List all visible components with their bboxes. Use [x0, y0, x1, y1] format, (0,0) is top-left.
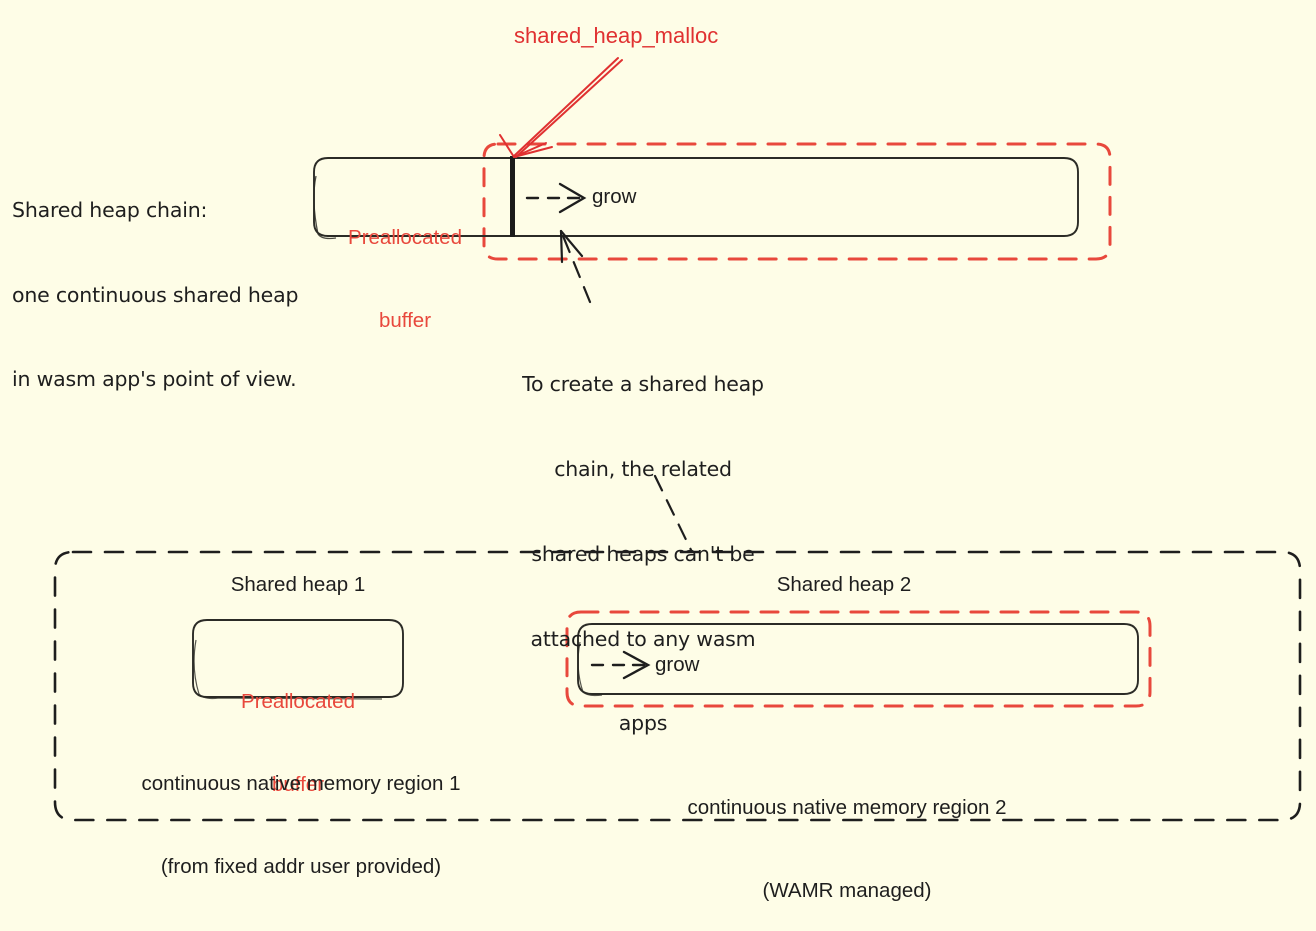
- heap1-caption-line-1: continuous native memory region 1: [141, 772, 461, 796]
- grow-arrow-bottom: [590, 650, 651, 680]
- shared-heap-chain-note: Shared heap chain: one continuous shared…: [12, 142, 298, 421]
- top-shared-heap-box-sketch: [313, 175, 337, 240]
- chain-note-line-2: one continuous shared heap: [12, 282, 299, 307]
- shared-heap-1-title: Shared heap 1: [230, 573, 366, 596]
- diagram-canvas: [53, 57, 1302, 822]
- chain-rule-line-5: apps: [618, 711, 668, 736]
- heap1-preallocated-box-sketch: [193, 639, 383, 700]
- heap1-preallocated-box: [192, 619, 404, 698]
- heap1-preallocated-buffer-line-1: Preallocated: [241, 690, 355, 714]
- heap2-grow-label: grow: [655, 653, 700, 676]
- shared-heap-malloc-arrow: [499, 57, 623, 158]
- chain-rule-line-2: chain, the related: [554, 457, 732, 482]
- top-preallocated-buffer-label: Preallocated buffer: [330, 170, 480, 361]
- top-grow-label: grow: [592, 185, 637, 208]
- heap2-red-dashed-region: [565, 610, 1152, 708]
- chain-rule-leader: [653, 474, 694, 554]
- chain-rule-note: To create a shared heap chain, the relat…: [495, 316, 791, 767]
- heap1-caption: continuous native memory region 1 (from …: [108, 716, 494, 907]
- chain-rule-line-3: shared heaps can't be: [531, 541, 755, 566]
- detached-heaps-container: [53, 550, 1302, 822]
- heap2-caption-line-1: continuous native memory region 2: [687, 796, 1007, 820]
- top-shared-heap-box: [313, 157, 1079, 237]
- heap2-box-sketch: [577, 641, 603, 697]
- top-preallocated-buffer-line-1: Preallocated: [348, 226, 462, 250]
- chain-note-line-1: Shared heap chain:: [12, 198, 208, 223]
- chain-note-line-3: in wasm app's point of view.: [12, 366, 297, 391]
- top-red-dashed-region: [482, 142, 1112, 261]
- shared-heap-2-title: Shared heap 2: [776, 573, 912, 596]
- heap1-caption-line-2: (from fixed addr user provided): [160, 854, 442, 878]
- top-preallocated-buffer-line-2: buffer: [378, 308, 432, 332]
- heap1-preallocated-buffer-line-2: buffer: [271, 772, 325, 796]
- chain-rule-line-4: attached to any wasm: [530, 626, 756, 651]
- shared-heap-malloc-label: shared_heap_malloc: [514, 23, 719, 48]
- chain-rule-arrow: [559, 229, 592, 304]
- grow-arrow-top: [525, 182, 587, 214]
- heap2-caption-line-2: (WAMR managed): [762, 878, 932, 902]
- heap2-box: [577, 623, 1139, 695]
- chain-rule-line-1: To create a shared heap: [522, 372, 764, 397]
- heap1-preallocated-buffer-label: Preallocated buffer: [218, 634, 378, 825]
